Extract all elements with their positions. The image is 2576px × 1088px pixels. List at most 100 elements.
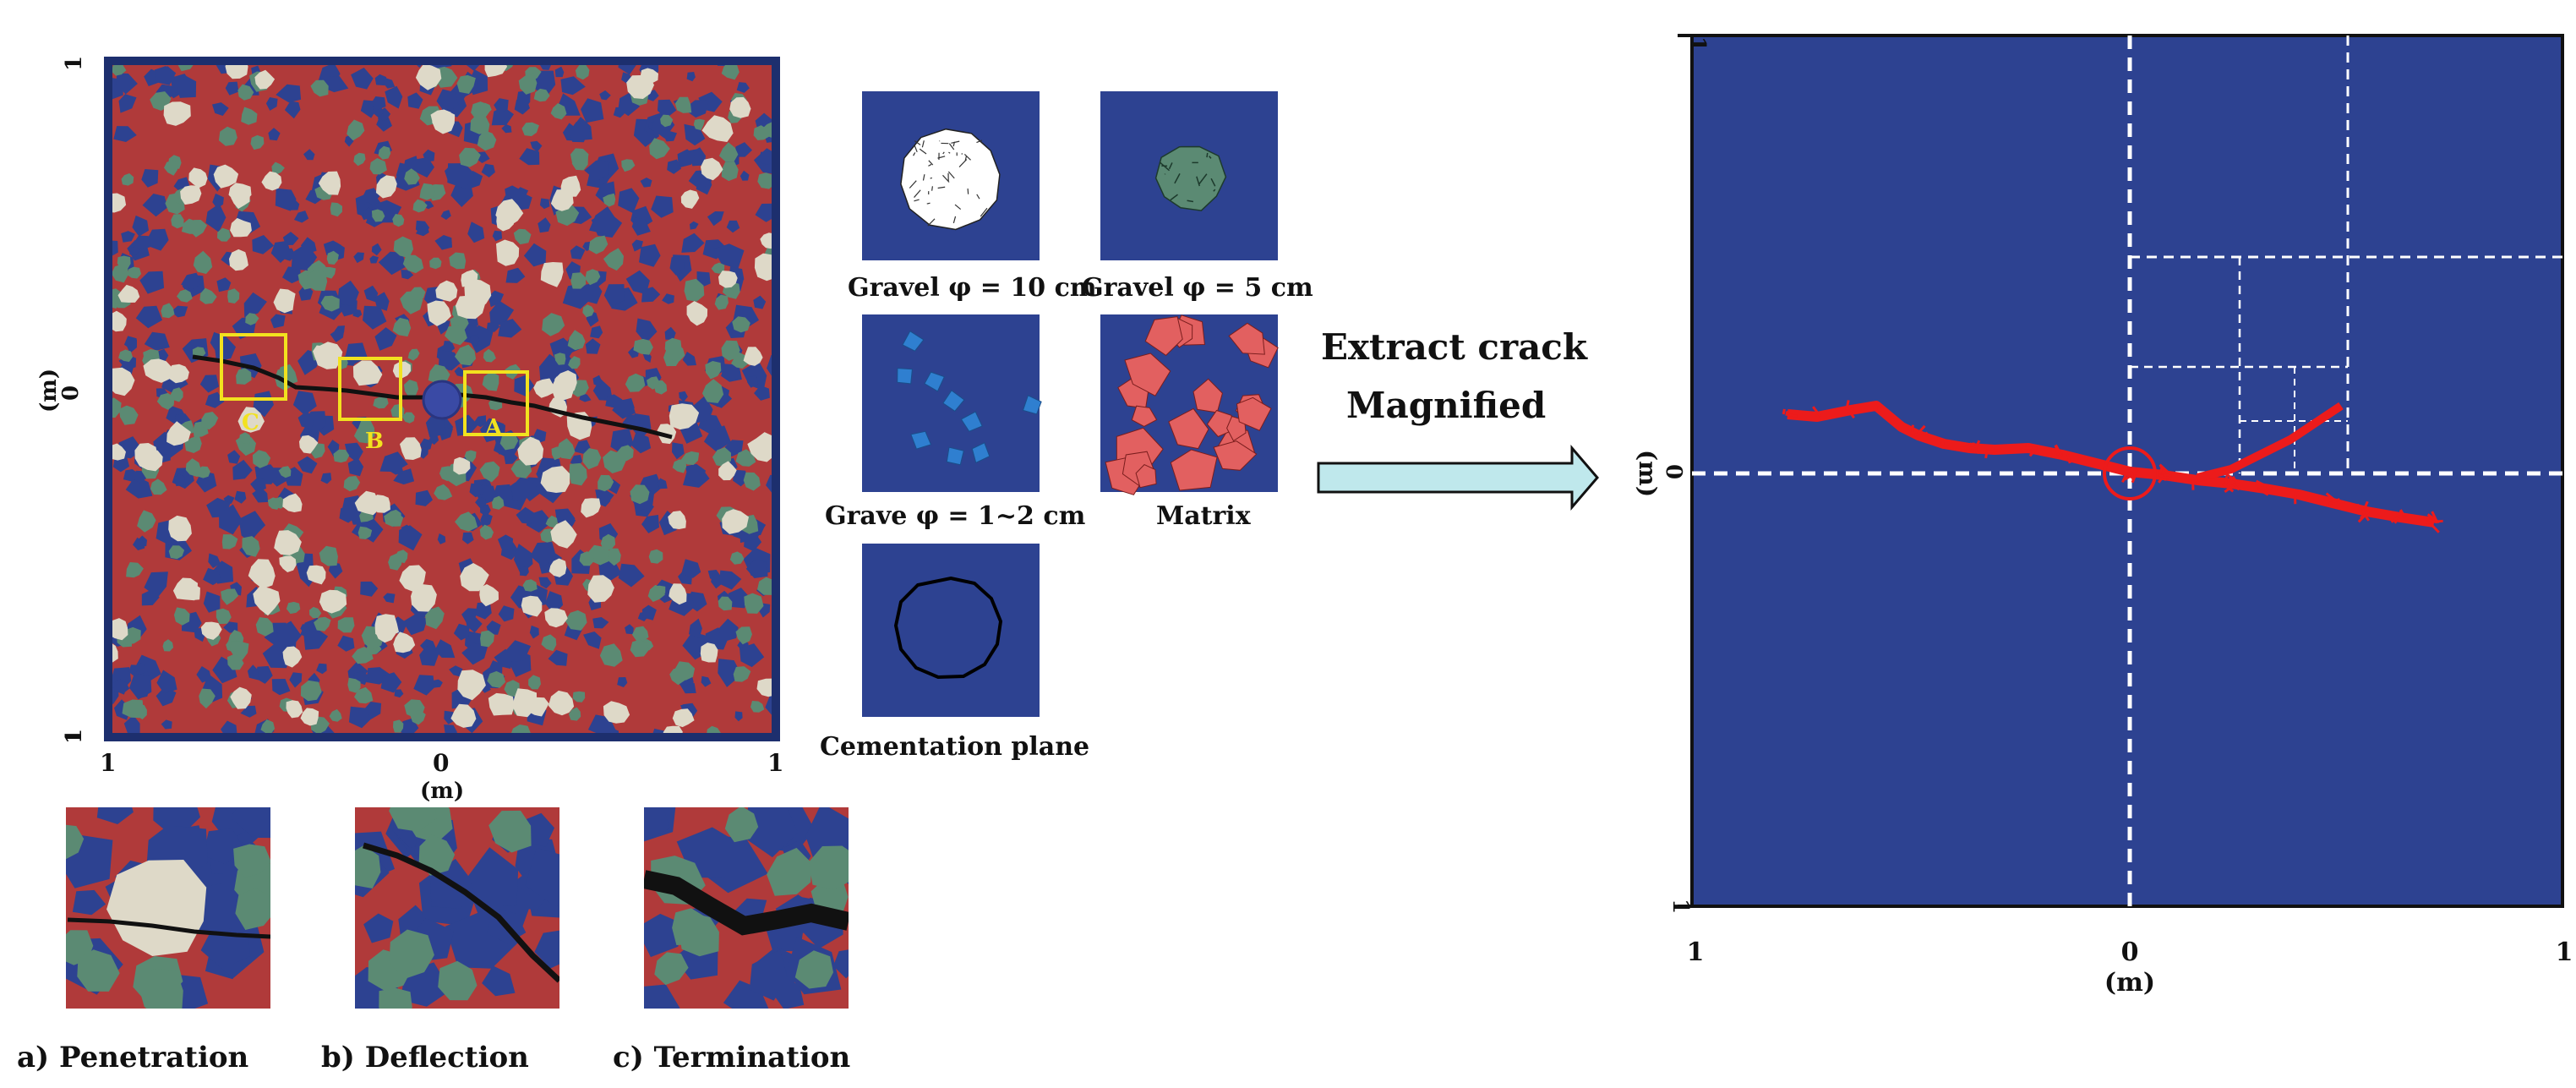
box-b <box>338 357 402 421</box>
matrix-patch <box>320 473 332 484</box>
matrix-patch <box>113 126 137 142</box>
matrix-patch <box>585 338 601 354</box>
matrix-patch <box>516 90 531 112</box>
gravel-large <box>729 96 751 118</box>
matrix-patch <box>380 672 402 693</box>
gravel-medium <box>241 107 258 125</box>
gravel-medium <box>729 551 745 565</box>
matrix-patch <box>174 473 186 487</box>
extracted-crack <box>1782 400 2443 533</box>
gravel-large <box>108 618 128 641</box>
box-a-label: A <box>484 415 503 440</box>
inset-crack <box>67 917 270 939</box>
gravel-medium <box>170 387 183 402</box>
gravel-medium <box>550 103 567 120</box>
right-panel-border <box>1690 34 2564 908</box>
gravel-medium <box>684 278 705 302</box>
matrix-patch <box>344 442 363 463</box>
gravel-large <box>200 621 222 640</box>
matrix-patch <box>488 290 505 308</box>
gravel-medium <box>410 710 426 725</box>
matrix-patch <box>639 243 661 267</box>
matrix-patch <box>592 617 609 629</box>
matrix-patch <box>573 440 591 455</box>
gravel-medium <box>236 368 252 385</box>
gravel-fracture <box>1198 173 1208 184</box>
gravel-medium <box>724 807 759 843</box>
gravel-medium <box>479 461 500 483</box>
gravel-medium <box>551 446 564 461</box>
gravel-medium <box>599 643 623 667</box>
gravel-medium <box>238 432 252 445</box>
left-axis-label-bottom: 1 <box>62 729 87 744</box>
gravel-fracture <box>914 189 921 198</box>
matrix-patch <box>728 588 750 609</box>
matrix-patch <box>141 589 160 606</box>
gravel-medium <box>111 63 127 76</box>
gravel-medium <box>343 476 361 492</box>
gravel-medium <box>731 352 749 369</box>
matrix-patch <box>96 807 134 824</box>
crack-spur <box>2224 472 2240 485</box>
matrix-patch <box>505 640 532 662</box>
inset-crack <box>362 842 559 983</box>
gravel-medium <box>250 134 265 150</box>
crack-spur <box>1984 449 1989 459</box>
gravel-fracture <box>1209 156 1212 159</box>
gravel-medium <box>492 495 505 510</box>
gravel-medium <box>127 266 142 279</box>
gravel-large <box>701 115 734 142</box>
gravel-medium <box>598 474 614 492</box>
gravel-medium <box>621 159 636 172</box>
matrix-grain <box>1135 463 1157 489</box>
gravel-medium <box>193 250 213 274</box>
matrix-patch <box>129 246 141 255</box>
matrix-patch <box>254 665 273 684</box>
gravel-medium <box>271 161 285 175</box>
gravel-medium <box>630 484 650 505</box>
matrix-patch <box>636 318 658 344</box>
matrix-patch <box>617 677 628 687</box>
matrix-patch <box>139 271 165 294</box>
matrix-grain <box>1192 378 1223 413</box>
matrix-patch <box>735 142 752 157</box>
gravel-fracture <box>1206 152 1209 158</box>
gravel-medium <box>337 617 355 633</box>
matrix-patch <box>662 293 674 304</box>
gravel-large <box>544 608 568 628</box>
gravel-medium <box>357 526 373 539</box>
matrix-patch <box>328 561 343 579</box>
box-a <box>463 370 529 436</box>
matrix-patch <box>447 163 475 189</box>
gravel-large <box>231 187 250 209</box>
matrix-patch <box>603 284 625 308</box>
gravel-medium <box>456 74 476 94</box>
gravel-medium <box>373 396 389 409</box>
gravel-large <box>229 249 248 271</box>
main-cementation-circle <box>422 380 462 420</box>
matrix-patch <box>337 635 355 652</box>
inset-termination-label: c) Termination <box>613 1041 850 1074</box>
gravel-medium <box>278 466 292 478</box>
gravel-large <box>354 490 380 516</box>
gravel-medium <box>300 680 322 702</box>
matrix-patch <box>444 710 456 724</box>
gravel-large <box>400 437 422 460</box>
matrix-patch <box>615 397 635 418</box>
crack-spur <box>1910 424 1914 436</box>
matrix-patch <box>161 719 172 730</box>
matrix-patch <box>723 980 769 1009</box>
matrix-patch <box>205 391 225 408</box>
gravel-medium <box>333 449 350 463</box>
gravel-large <box>108 367 135 396</box>
matrix-patch <box>449 665 463 677</box>
gravel-large <box>108 443 126 461</box>
gravel-large <box>314 342 343 369</box>
matrix-patch <box>475 496 487 508</box>
gravel-medium <box>428 364 450 384</box>
gravel-medium <box>177 289 193 303</box>
matrix-patch <box>271 679 291 696</box>
gravel-large <box>488 692 515 716</box>
gravel-fracture <box>963 154 971 161</box>
gravel-medium <box>227 653 244 670</box>
